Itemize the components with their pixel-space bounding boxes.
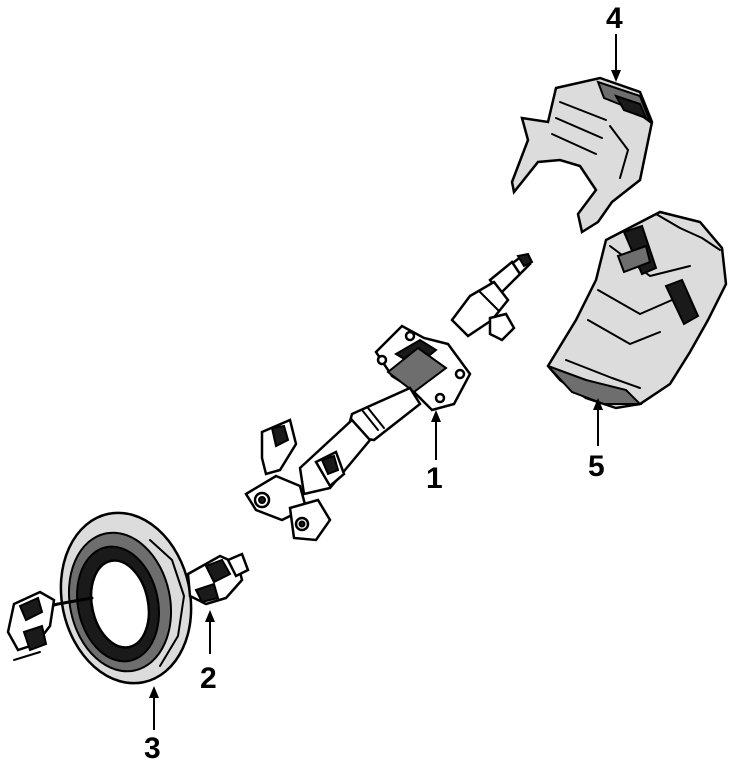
callout-5: 5 (588, 450, 605, 483)
callout-1: 1 (426, 462, 443, 495)
part-4-upper-shroud (510, 76, 654, 234)
part-5-lower-shroud (546, 210, 728, 410)
part-3-clock-spring (6, 511, 193, 685)
part-1-steering-column (244, 252, 534, 542)
callout-2: 2 (200, 662, 217, 695)
callout-4: 4 (606, 2, 623, 35)
part-2-connector (186, 552, 250, 606)
callout-3: 3 (144, 732, 161, 765)
leader-lines (149, 34, 621, 730)
